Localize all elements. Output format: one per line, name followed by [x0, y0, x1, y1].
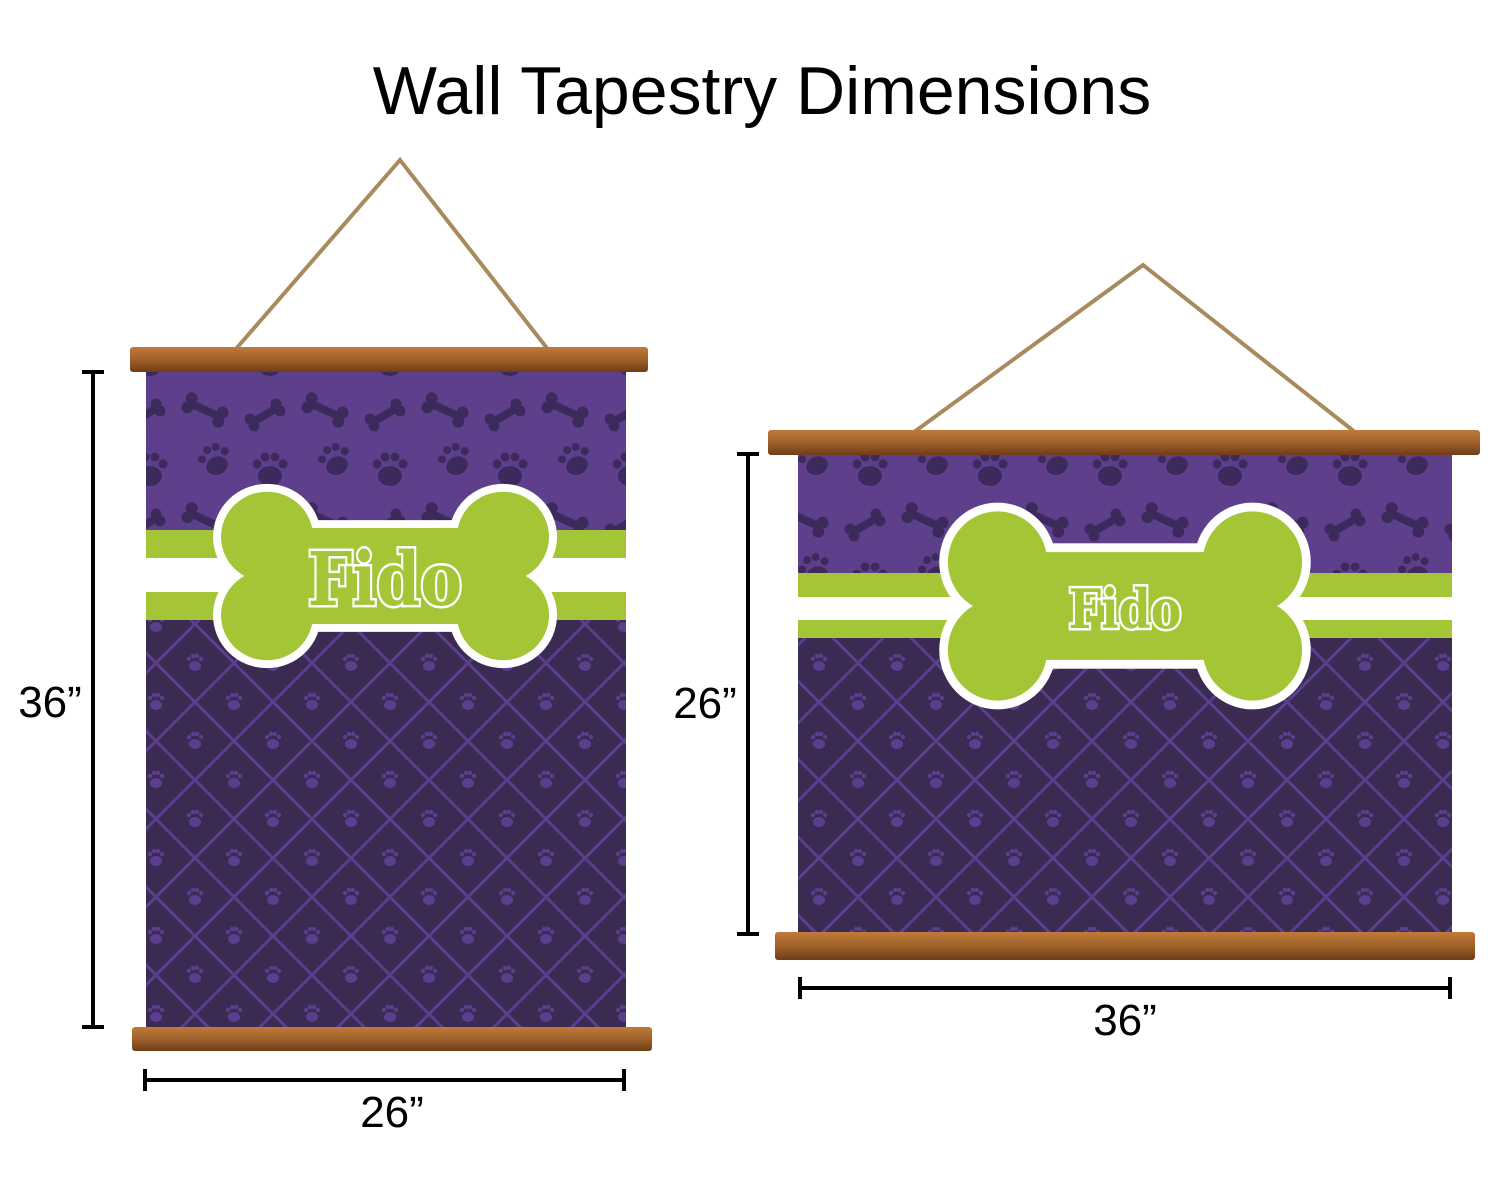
tapestry-name-text: Fido	[308, 537, 462, 623]
portrait-width-dimension	[143, 1069, 626, 1091]
portrait-height-dimension	[82, 370, 104, 1029]
portrait-height-label: 36”	[18, 678, 82, 727]
portrait-tapestry: Fido	[130, 156, 652, 1051]
bottom-dowel	[775, 932, 1475, 960]
top-dowel	[130, 347, 648, 372]
landscape-width-label: 36”	[1093, 996, 1157, 1045]
bottom-dowel	[132, 1027, 652, 1051]
top-dowel	[768, 430, 1480, 455]
landscape-tapestry: Fido	[768, 262, 1480, 960]
hanging-rope	[233, 156, 552, 354]
hanging-rope	[908, 262, 1367, 442]
landscape-height-label: 26”	[673, 679, 737, 728]
page-title: Wall Tapestry Dimensions	[372, 53, 1152, 129]
tapestry-name-text: Fido	[1069, 577, 1182, 641]
landscape-height-dimension	[737, 452, 759, 936]
portrait-width-label: 26”	[360, 1088, 424, 1137]
landscape-width-dimension	[798, 977, 1452, 999]
